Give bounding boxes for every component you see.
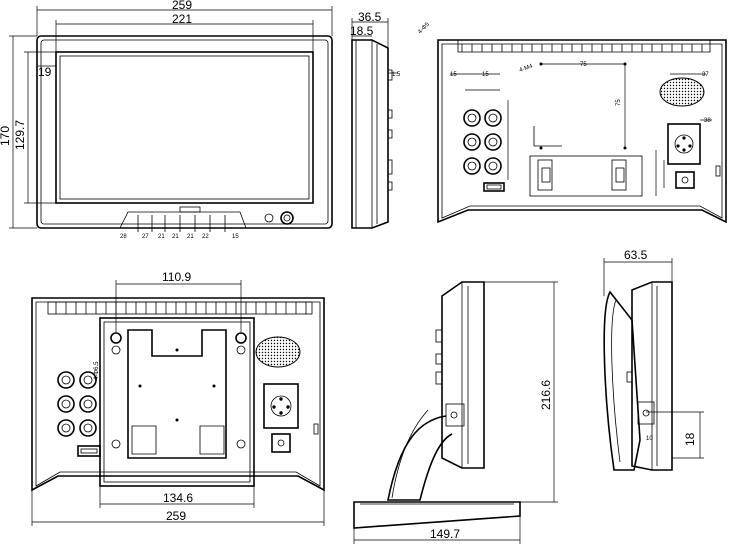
- svg-text:4-M4: 4-M4: [519, 63, 535, 74]
- svg-text:22: 22: [202, 234, 209, 240]
- svg-text:4-Φ6.5: 4-Φ6.5: [94, 361, 100, 380]
- svg-text:75: 75: [580, 62, 587, 68]
- side-view: 36.5 18.5 1.5: [350, 10, 401, 229]
- svg-text:75: 75: [616, 99, 622, 106]
- stand-height-label: 216.6: [539, 380, 553, 410]
- side-depth-label: 36.5: [358, 10, 382, 24]
- back-view: 4-Φ6.5 110.9 134.6 259: [31, 270, 325, 526]
- tilt-depth-label: 63.5: [624, 248, 648, 262]
- front-view: 28 27 21 21 21 22 15 259 221 170 129.7 19: [0, 0, 333, 240]
- back-width-label: 259: [166, 509, 186, 523]
- svg-text:15: 15: [482, 72, 489, 78]
- svg-text:4-Φ5: 4-Φ5: [417, 21, 431, 35]
- rear-bnc-connectors: [463, 109, 502, 175]
- svg-text:21: 21: [187, 234, 194, 240]
- svg-text:10: 10: [646, 436, 653, 442]
- front-width-label: 259: [172, 0, 192, 12]
- front-bezel-label: 19: [38, 65, 52, 79]
- front-screen-height-label: 129.7: [13, 120, 27, 150]
- stand-base-label: 149.7: [430, 527, 460, 541]
- svg-text:37: 37: [702, 72, 709, 78]
- svg-text:38: 38: [704, 118, 711, 124]
- svg-text:21: 21: [172, 234, 179, 240]
- stand-side-view: 216.6 149.7: [353, 281, 558, 544]
- tilt-offset-label: 18: [683, 432, 697, 446]
- svg-text:15: 15: [232, 234, 239, 240]
- tilt-side-view: 63.5 18 10: [603, 248, 704, 471]
- rear-view-detail: 4-Φ5 4-M4 15 15 75 75 37 38: [417, 21, 727, 224]
- side-depth-inner-label: 18.5: [350, 24, 374, 38]
- svg-text:15: 15: [450, 72, 457, 78]
- vesa-top-label: 110.9: [162, 270, 191, 284]
- svg-text:21: 21: [158, 234, 165, 240]
- vesa-bottom-label: 134.6: [163, 491, 193, 505]
- svg-text:1.5: 1.5: [392, 72, 401, 78]
- front-height-label: 170: [0, 126, 12, 146]
- svg-text:27: 27: [142, 234, 149, 240]
- front-screen-width-label: 221: [172, 12, 192, 26]
- svg-text:28: 28: [120, 234, 127, 240]
